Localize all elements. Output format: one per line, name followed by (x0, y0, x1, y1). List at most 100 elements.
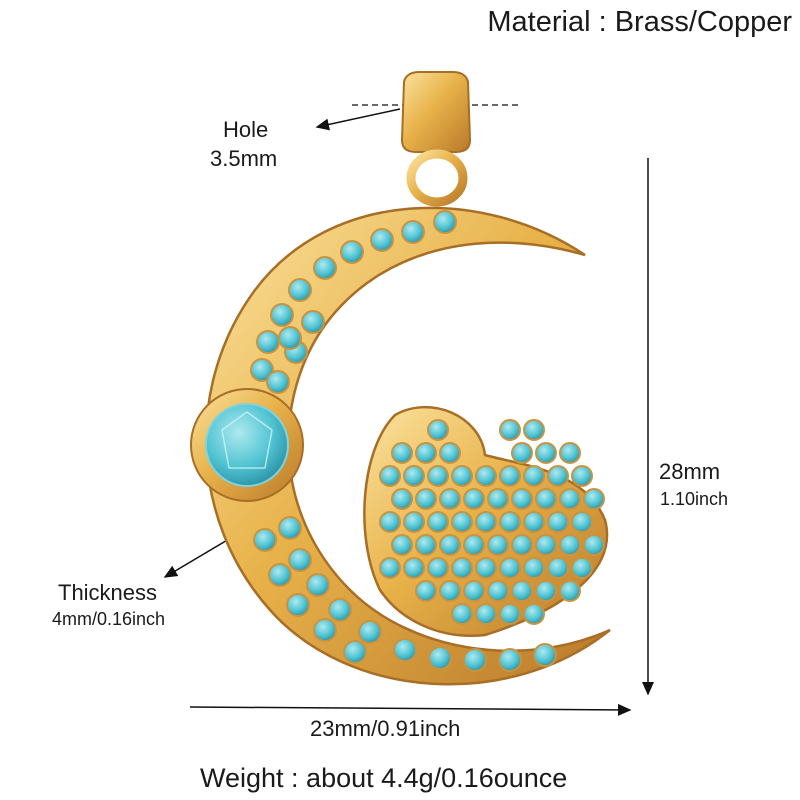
pave-stone (256, 330, 280, 354)
pave-stone (427, 511, 449, 533)
pave-stone (499, 557, 521, 579)
pave-stone (571, 557, 593, 579)
pave-stone (306, 573, 330, 597)
pave-stone (428, 646, 452, 670)
pendant-bail (400, 71, 472, 207)
pave-stone (427, 419, 449, 441)
pave-stone (439, 580, 461, 602)
pave-stone (379, 465, 401, 487)
pave-stone (451, 557, 473, 579)
pave-stone (498, 648, 522, 672)
pave-stone (463, 534, 485, 556)
pave-stone (523, 603, 545, 625)
pave-stone (523, 557, 545, 579)
pave-stone (343, 640, 367, 664)
pave-stone (463, 580, 485, 602)
pave-stone (433, 210, 457, 234)
pave-stone (401, 220, 425, 244)
thickness-value: 4mm/0.16inch (52, 609, 166, 629)
pave-stone (499, 511, 521, 533)
pave-stone (533, 643, 557, 667)
pave-stone (328, 598, 352, 622)
pave-stone (379, 557, 401, 579)
hole-size: 3.5mm (210, 146, 278, 171)
height-imperial: 1.10inch (660, 489, 729, 509)
pave-stone (535, 534, 557, 556)
pave-stone (358, 620, 382, 644)
pave-stone (266, 370, 290, 394)
pave-stone (535, 442, 557, 464)
pave-stone (583, 534, 605, 556)
pave-stone (475, 465, 497, 487)
width-arrow (189, 703, 632, 716)
pave-stone (391, 534, 413, 556)
pave-stone (547, 557, 569, 579)
pave-stone (313, 256, 337, 280)
pave-stone (523, 465, 545, 487)
pave-stone (451, 603, 473, 625)
pave-stone (451, 465, 473, 487)
pave-stone (288, 278, 312, 302)
pave-stone (547, 511, 569, 533)
pave-stone (403, 511, 425, 533)
pave-stone (559, 442, 581, 464)
pave-stone (475, 511, 497, 533)
pave-stone (278, 326, 302, 350)
pave-stone (559, 534, 581, 556)
pave-stone (583, 488, 605, 510)
pave-stone (535, 488, 557, 510)
pave-stone (415, 534, 437, 556)
pave-stone (547, 465, 569, 487)
pave-stone (301, 310, 325, 334)
pave-stone (535, 580, 557, 602)
bezel-stone (190, 388, 304, 502)
pave-stone (487, 534, 509, 556)
material-label: Material : Brass/Copper (487, 6, 792, 38)
pave-stone (391, 442, 413, 464)
pave-stone (439, 488, 461, 510)
pave-stone (403, 557, 425, 579)
pave-stone (415, 580, 437, 602)
pave-stone (523, 511, 545, 533)
pave-stone (439, 442, 461, 464)
pave-stone (313, 618, 337, 642)
pave-stone (487, 488, 509, 510)
pave-stone (370, 228, 394, 252)
pave-stone (253, 528, 277, 552)
pave-stone (559, 488, 581, 510)
width-label: 23mm/0.91inch (310, 716, 461, 741)
pave-stone (487, 580, 509, 602)
weight-label: Weight : about 4.4g/0.16ounce (200, 763, 568, 793)
pave-stone (511, 534, 533, 556)
pave-stone (379, 511, 401, 533)
pave-stone (415, 442, 437, 464)
hole-arrow (315, 108, 401, 131)
pave-stone (511, 488, 533, 510)
pave-stone (571, 465, 593, 487)
height-metric: 28mm (659, 459, 721, 484)
pave-stone (427, 557, 449, 579)
pave-stone (571, 511, 593, 533)
thickness-label: Thickness (58, 580, 158, 605)
pave-stone (391, 488, 413, 510)
pave-stone (499, 419, 521, 441)
pave-stone (463, 488, 485, 510)
pave-stone (340, 240, 364, 264)
pave-stone (511, 442, 533, 464)
pave-stone (439, 534, 461, 556)
pave-stone (250, 358, 274, 382)
pave-stone (523, 419, 545, 441)
pave-stone (286, 593, 310, 617)
pave-stone (451, 511, 473, 533)
pave-stone (475, 603, 497, 625)
pave-stone (475, 557, 497, 579)
pave-stones (250, 210, 605, 672)
pave-stone (393, 638, 417, 662)
pave-stone (288, 548, 312, 572)
pave-stone (463, 648, 487, 672)
pave-stone (403, 465, 425, 487)
pave-stone (499, 603, 521, 625)
pave-stone (511, 580, 533, 602)
pave-stone (278, 516, 302, 540)
